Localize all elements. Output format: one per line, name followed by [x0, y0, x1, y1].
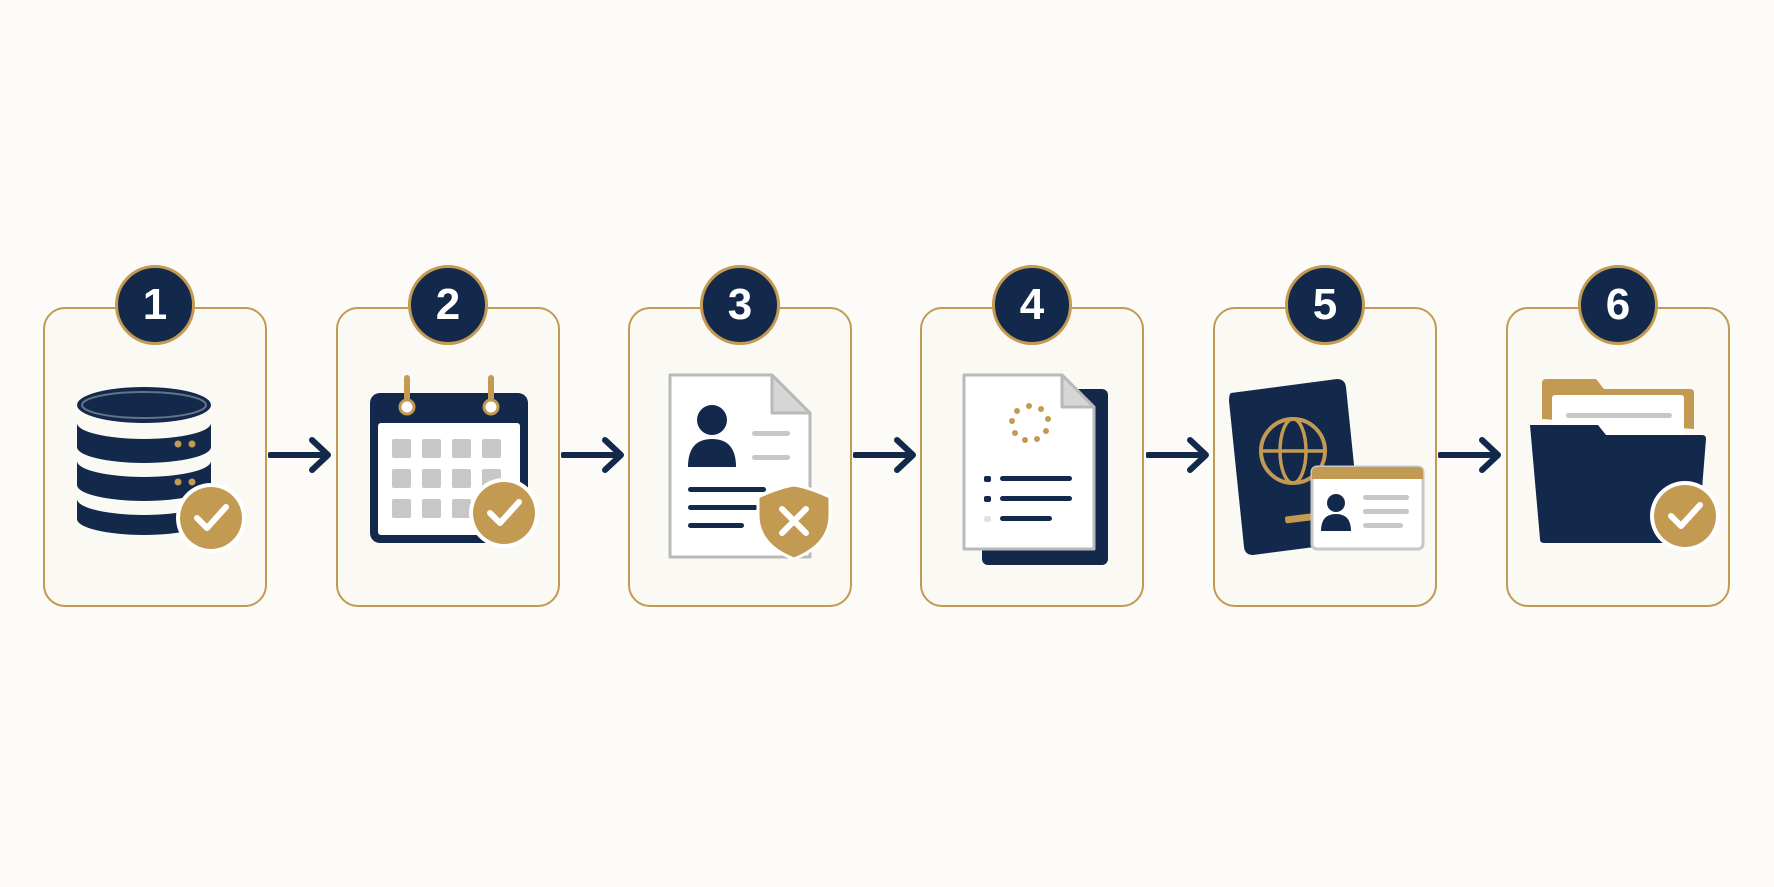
step-number-badge: 5 — [1285, 265, 1365, 345]
step-card-2: 2 — [336, 265, 560, 607]
step-card-4: 4 — [920, 265, 1144, 607]
arrow-right-icon — [1438, 437, 1501, 473]
calendar-check-icon — [370, 375, 539, 548]
document-loading-icon — [962, 373, 1108, 565]
step-number-badge: 1 — [115, 265, 195, 345]
arrow-right-icon — [268, 437, 331, 473]
step-number-badge: 4 — [992, 265, 1072, 345]
step-number-badge: 3 — [700, 265, 780, 345]
step-card-1: 1 — [43, 265, 267, 607]
step-number-badge: 6 — [1578, 265, 1658, 345]
arrow-right-icon — [1146, 437, 1209, 473]
step-number-badge: 2 — [408, 265, 488, 345]
arrow-right-icon — [561, 437, 624, 473]
profile-document-shield-x-icon — [668, 373, 832, 561]
folder-check-icon — [1530, 379, 1720, 551]
step-card-3: 3 — [628, 265, 852, 607]
arrow-right-icon — [853, 437, 916, 473]
database-check-icon — [77, 387, 246, 553]
step-card-5: 5 — [1213, 265, 1437, 607]
step-card-6: 6 — [1506, 265, 1730, 607]
passport-id-card-icon — [1229, 379, 1425, 555]
